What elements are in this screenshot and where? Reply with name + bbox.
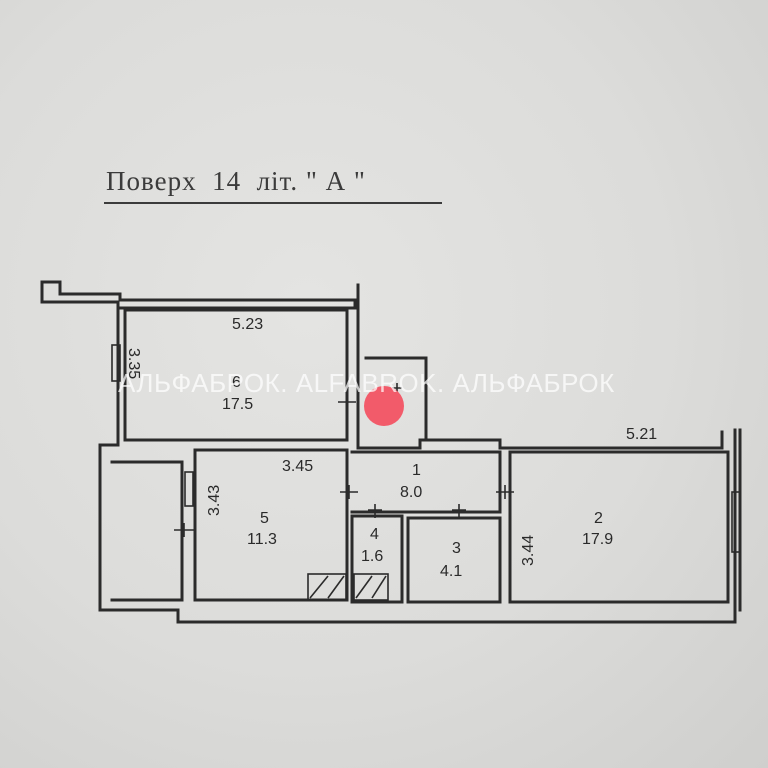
- room-1-area: 8.0: [400, 484, 423, 501]
- shaft-wall: [364, 356, 428, 440]
- room-2-number: 2: [594, 510, 603, 527]
- room-3-area: 4.1: [440, 563, 463, 580]
- room-5-length: 3.43: [206, 484, 223, 516]
- location-marker: [364, 386, 404, 426]
- room-2-length: 3.44: [520, 534, 537, 566]
- wall-top-left: [40, 280, 357, 310]
- floor-title: Поверх 14 літ. " А ": [106, 166, 366, 196]
- window-room-2: [731, 491, 741, 553]
- room-4-number: 4: [370, 526, 379, 543]
- room-2-area: 17.9: [582, 531, 614, 548]
- door-balcony: [174, 523, 194, 537]
- door-room-5: [340, 485, 358, 499]
- room-6-outline: [123, 308, 349, 442]
- room-4-outline: [350, 514, 404, 604]
- vent-box-2: [353, 573, 389, 601]
- room-6-width: 5.23: [232, 316, 264, 333]
- vent-box-1: [307, 573, 347, 601]
- room-6-number: 6: [232, 374, 241, 391]
- room-5-outline: [193, 448, 349, 602]
- title-underline: [104, 202, 442, 204]
- vent-box-2-hatch: [355, 575, 387, 599]
- room-5-width: 3.45: [282, 458, 314, 475]
- window-room-6: [111, 344, 121, 382]
- wall-left-balcony: [110, 460, 184, 602]
- door-room-3: [452, 504, 466, 518]
- watermark: АЛЬФАБРОК. ALFABROK. АЛЬФАБРОК: [118, 368, 615, 398]
- room-1-number: 1: [412, 462, 421, 479]
- room-5-number: 5: [260, 510, 269, 527]
- room-4-area: 1.6: [361, 548, 384, 565]
- outer-wall: [98, 306, 737, 624]
- room-3-number: 3: [452, 540, 461, 557]
- room-2-outline: [508, 450, 730, 604]
- door-room-4: [368, 504, 382, 518]
- room-3-outline: [406, 516, 502, 604]
- room-1-outline: [350, 450, 502, 514]
- room-2-width: 5.21: [626, 426, 658, 443]
- door-room-6: [338, 395, 356, 409]
- room-5-area: 11.3: [247, 531, 277, 548]
- door-room-2: [496, 485, 514, 499]
- window-room-5: [184, 471, 194, 507]
- room-6-area: 17.5: [222, 396, 254, 413]
- vent-box-1-hatch: [309, 575, 345, 599]
- wall-corridor-top: [356, 283, 724, 450]
